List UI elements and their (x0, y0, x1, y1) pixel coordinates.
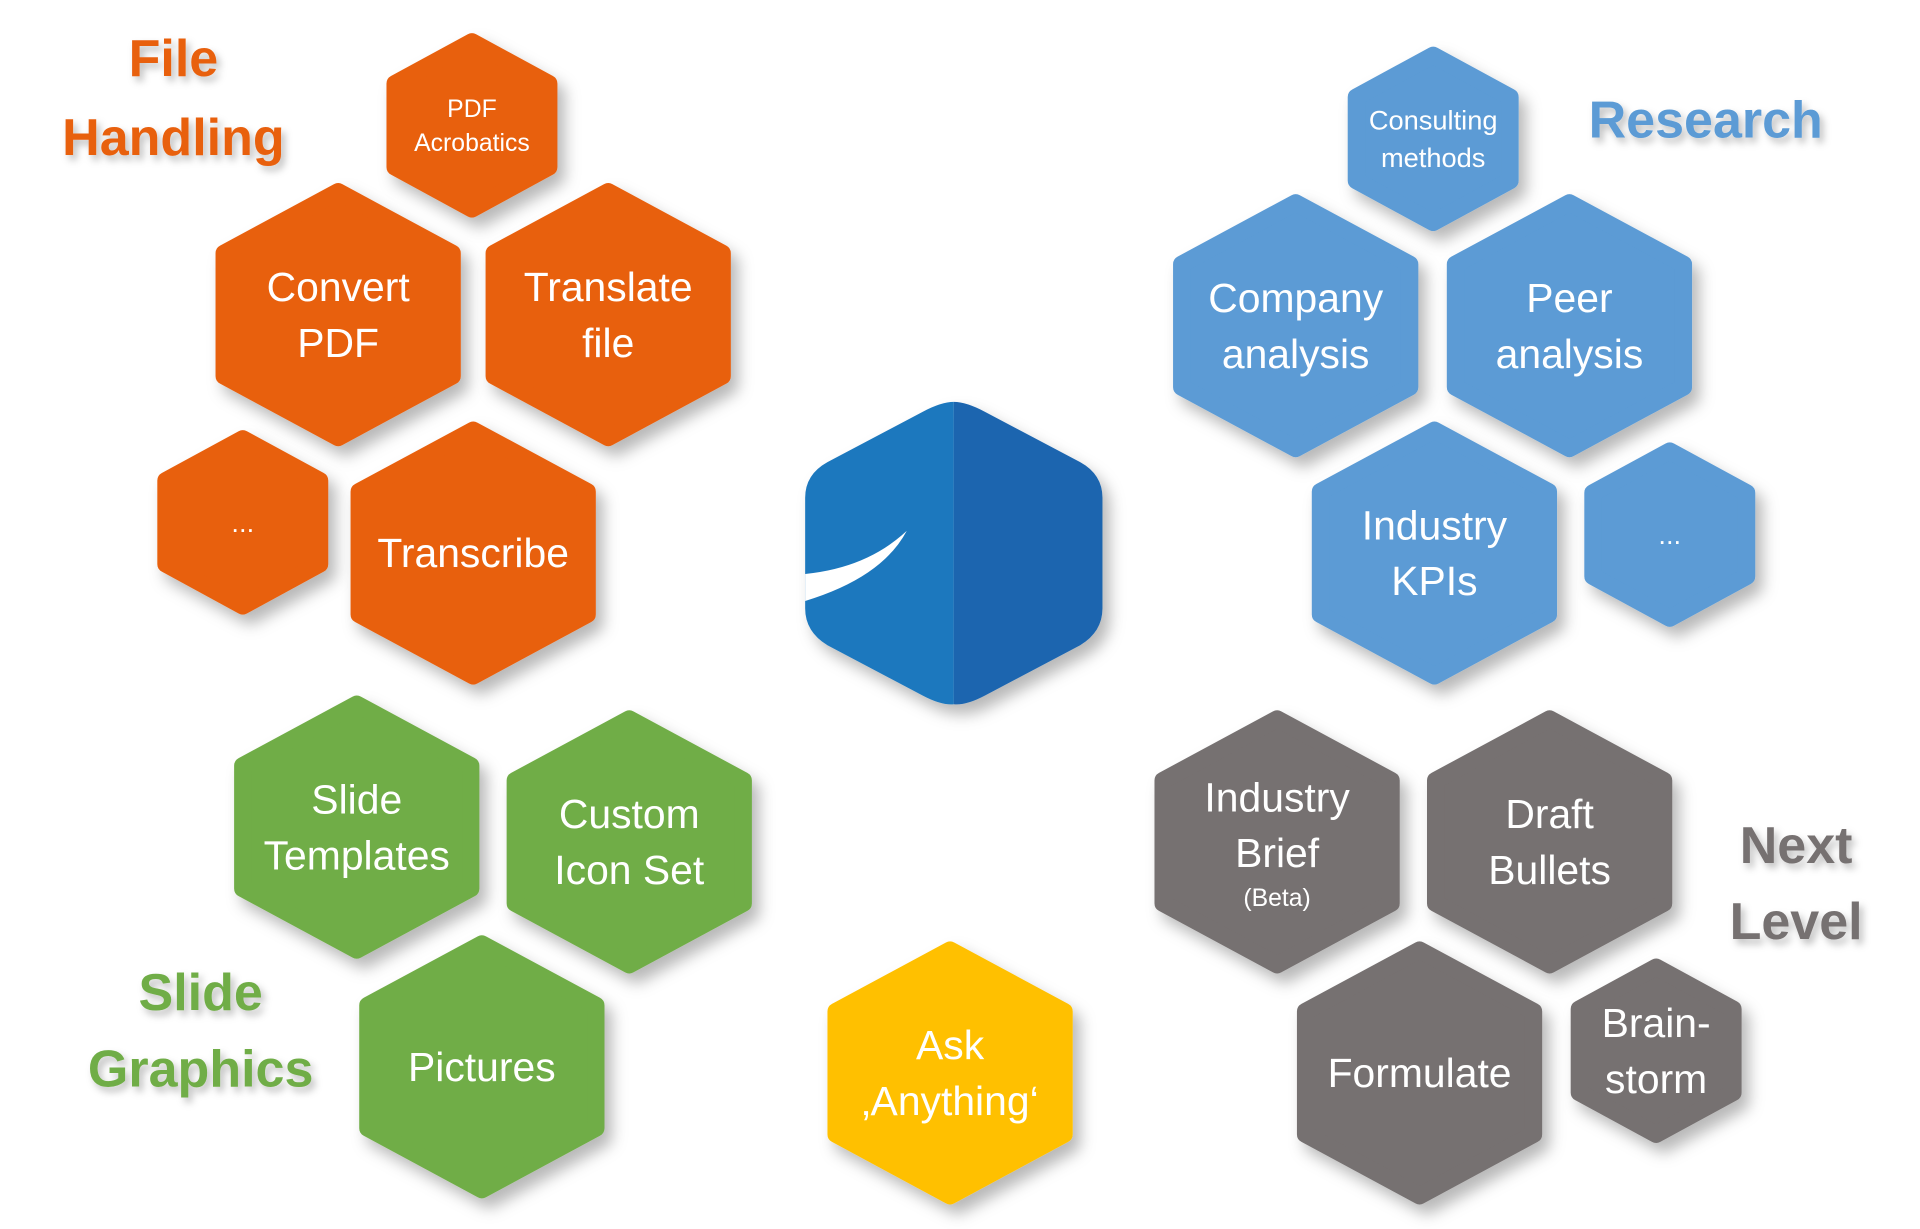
hex-label: Company (1208, 275, 1384, 321)
hexagon-shape (1347, 46, 1519, 232)
hexagon-shape (234, 695, 480, 959)
hexagon-shape (1426, 710, 1673, 974)
hexagon-shape (827, 941, 1073, 1205)
hex-label: KPIs (1391, 558, 1477, 604)
hex-label: Transcribe (377, 530, 569, 576)
hex-label: PDF (447, 96, 497, 123)
hex-label: PDF (297, 320, 379, 366)
hexagon-shape (1584, 442, 1756, 627)
hex-label: Brief (1235, 830, 1320, 876)
hex-label: ‚Anything‘ (861, 1078, 1038, 1124)
group-title-next-level: Level (1730, 892, 1863, 950)
hex-label: Industry (1204, 774, 1350, 820)
hexagon-shape (1446, 194, 1693, 458)
hex-label: Peer (1526, 275, 1612, 321)
hexagon-shape (157, 430, 329, 615)
hexagon-shape (1570, 958, 1742, 1143)
hex-translate-file[interactable]: Translate file (485, 183, 731, 447)
hex-transcribe[interactable]: Transcribe (350, 421, 596, 685)
hex-label: ... (231, 507, 254, 538)
hex-more[interactable]: ... (1584, 442, 1756, 627)
hex-label: Consulting (1369, 105, 1498, 136)
hex-company-analysis[interactable]: Company analysis (1173, 194, 1419, 458)
hex-label: analysis (1222, 331, 1370, 377)
hex-label: Pictures (408, 1044, 556, 1090)
hex-label: Slide (311, 776, 402, 822)
hex-label: Icon Set (554, 847, 705, 893)
hex-label: Convert (267, 264, 411, 310)
hexagon-shape (215, 183, 461, 447)
hex-label: Translate (524, 264, 693, 310)
hexagon-shape (1173, 194, 1419, 458)
hexagon-shape (1311, 421, 1558, 685)
hexagon-shape (359, 935, 605, 1199)
hex-sublabel: (Beta) (1243, 885, 1310, 912)
hex-label: Templates (264, 832, 450, 878)
group-title-slide-graphics: Slide (139, 963, 263, 1021)
group-title-research: Research (1589, 91, 1823, 149)
hexagon-shape (1154, 710, 1400, 974)
logo-swoosh (805, 530, 907, 601)
hex-label: Brain- (1602, 1000, 1711, 1046)
hex-pdf-acrobatics[interactable]: PDF Acrobatics (386, 33, 558, 218)
hex-brain-storm[interactable]: Brain-storm (1570, 958, 1742, 1143)
hex-label: Ask (916, 1022, 985, 1068)
hex-label: methods (1381, 142, 1485, 173)
group-title-next-level: Next (1740, 816, 1853, 874)
hex-label: Draft (1505, 791, 1594, 837)
hex-label: ... (1658, 519, 1681, 550)
hex-label: file (582, 320, 634, 366)
hex-ask-anything[interactable]: Ask ‚Anything‘ (827, 941, 1073, 1205)
hex-label: Acrobatics (414, 130, 530, 157)
hex-formulate[interactable]: Formulate (1296, 941, 1543, 1205)
hexagon-shape (1296, 941, 1543, 1205)
hexagon-shape (350, 421, 596, 685)
group-title-slide-graphics: Graphics (88, 1040, 313, 1098)
hex-label: storm (1605, 1056, 1707, 1102)
group-title-file-handling: Handling (62, 108, 284, 166)
hex-label: analysis (1496, 331, 1644, 377)
group-title-file-handling: File (129, 29, 219, 87)
hex-label: Industry (1362, 502, 1508, 548)
center-logo (805, 401, 1103, 705)
hex-more[interactable]: ... (157, 430, 329, 615)
hex-label: Custom (559, 791, 700, 837)
hex-label: Formulate (1328, 1050, 1512, 1096)
logo-right-half (953, 401, 1103, 705)
hexagon-shape (386, 33, 558, 218)
hexagon-shape (506, 710, 752, 974)
hex-consulting-methods[interactable]: Consulting methods (1347, 46, 1519, 232)
hex-peer-analysis[interactable]: Peer analysis (1446, 194, 1693, 458)
hexagon-shape (485, 183, 731, 447)
hex-label: Bullets (1488, 847, 1611, 893)
hex-pictures[interactable]: Pictures (359, 935, 605, 1199)
